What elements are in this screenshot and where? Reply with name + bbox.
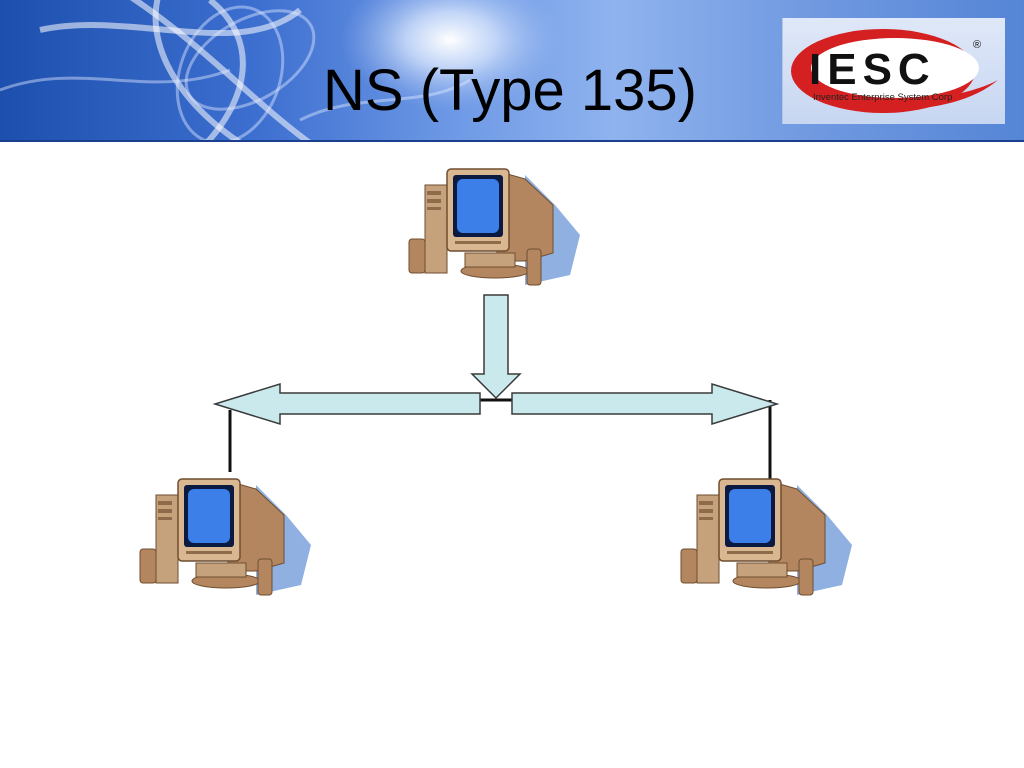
header-divider [0,140,1024,142]
slide-title: NS (Type 135) [323,58,697,123]
arrow-down [470,294,522,400]
logo-letters: IESC [809,45,936,94]
desktop-computer-icon [680,478,853,596]
swirl-decoration [0,0,560,142]
arrow-left [212,382,481,426]
arrow-right [511,382,780,426]
desktop-computer-icon [408,168,581,286]
desktop-computer-icon [139,478,312,596]
header-banner: NS (Type 135) IESC ® Inventec Enterprise… [0,0,1024,142]
company-logo: IESC ® Inventec Enterprise System Corp [782,18,1005,124]
registered-mark: ® [973,39,981,51]
logo-tagline: Inventec Enterprise System Corp [813,92,952,103]
ns-flow-diagram [139,168,853,596]
